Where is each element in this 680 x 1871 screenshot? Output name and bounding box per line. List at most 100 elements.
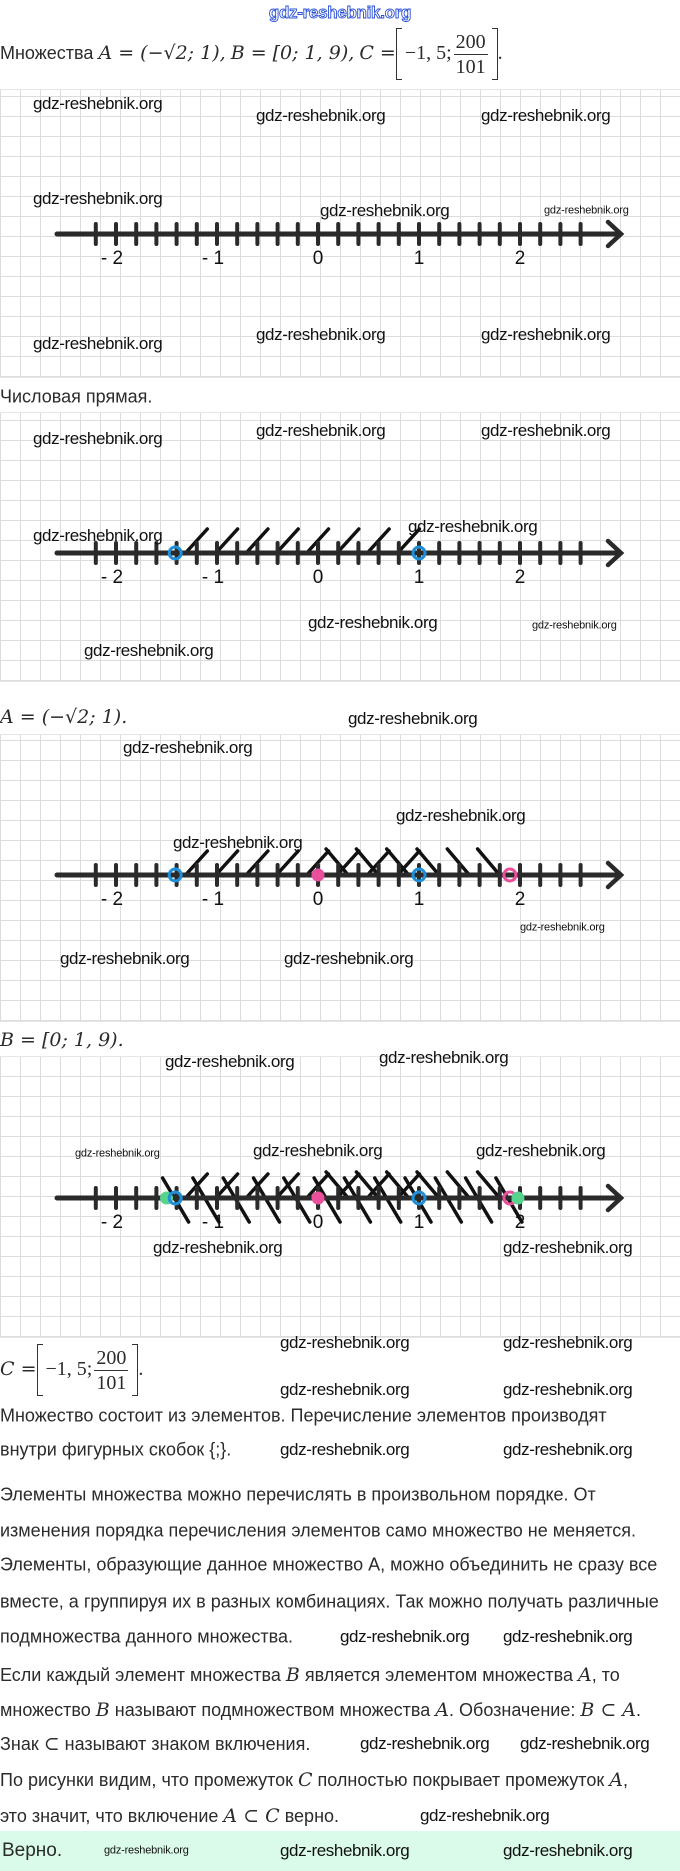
set-b-expression: B = [0; 1, 9),: [230, 41, 355, 64]
watermark: gdz-reshebnik.org: [320, 201, 450, 220]
text-segment: внутри фигурных скобок {;}.: [0, 1439, 232, 1460]
watermark: gdz-reshebnik.org: [256, 106, 386, 125]
intro-line: Множества A = (−√2; 1), B = [0; 1, 9), C…: [0, 28, 503, 80]
point-open: [167, 545, 183, 561]
watermark: gdz-reshebnik.org: [104, 1844, 189, 1857]
tick-label: 2: [515, 248, 526, 269]
hatch-line: [384, 847, 411, 877]
set-c-prefix: C =: [359, 41, 396, 64]
tick-label: 0: [313, 567, 324, 588]
fraction-numerator: 200: [453, 30, 488, 55]
tick-label: 0: [313, 1212, 324, 1233]
watermark: gdz-reshebnik.org: [280, 1333, 410, 1352]
point-closed: [311, 1191, 325, 1205]
text-segment: это значит, что включение: [0, 1806, 224, 1826]
hatch-set-B: [324, 1170, 502, 1200]
text-line: внутри фигурных скобок {;}.: [0, 1440, 231, 1461]
math-symbol: A: [435, 1699, 449, 1721]
text-line: Если каждый элемент множества B является…: [0, 1664, 620, 1686]
arrow-icon: [605, 538, 625, 568]
text-line: подмножества данного множества.: [0, 1627, 293, 1648]
hatch-line: [415, 847, 441, 877]
watermark: gdz-reshebnik.org: [520, 921, 605, 934]
tick-label: 2: [515, 567, 526, 588]
hatch-line: [185, 849, 210, 875]
hatch-line: [445, 847, 472, 877]
watermark: gdz-reshebnik.org: [503, 1333, 633, 1352]
watermark: gdz-reshebnik.org: [256, 325, 386, 344]
hatch-line: [276, 527, 300, 553]
arrow-icon: [605, 219, 625, 249]
hatch-line: [324, 847, 350, 877]
tick-label: 2: [515, 1212, 526, 1233]
watermark: gdz-reshebnik.org: [173, 833, 303, 852]
text-line: По рисунки видим, что промежуток C полно…: [0, 1769, 628, 1791]
set-c-end: .: [138, 1357, 144, 1380]
tick-label: - 2: [101, 248, 123, 269]
hatch-line: [185, 527, 210, 553]
point-open: [167, 867, 183, 883]
site-watermark-header: gdz-reshebnik.org: [268, 3, 412, 23]
answer-text: Верно.: [2, 1840, 63, 1861]
watermark: gdz-reshebnik.org: [396, 806, 526, 825]
set-c-left: −1, 5;: [404, 41, 452, 64]
arrow-icon: [605, 860, 625, 890]
hatch-line: [354, 847, 381, 877]
hatch-line: [367, 527, 391, 553]
watermark: gdz-reshebnik.org: [481, 421, 611, 440]
watermark: gdz-reshebnik.org: [503, 1380, 633, 1399]
math-symbol: B: [285, 1664, 300, 1686]
tick-label: 2: [515, 889, 526, 910]
watermark: gdz-reshebnik.org: [253, 1141, 383, 1160]
watermark: gdz-reshebnik.org: [340, 1627, 470, 1646]
text-line: Знак ⊂ называют знаком включения.: [0, 1733, 310, 1755]
watermark: gdz-reshebnik.org: [308, 613, 438, 632]
watermark: gdz-reshebnik.org: [165, 1052, 295, 1071]
fraction-denominator: 101: [96, 1371, 127, 1394]
math-symbol: B ⊂ A: [580, 1699, 637, 1721]
math-symbol: A: [578, 1664, 592, 1686]
text-line: множество B называют подмножеством множе…: [0, 1699, 641, 1721]
text-segment: называют подмножеством множества: [109, 1700, 436, 1720]
tick-label: - 1: [202, 1212, 224, 1233]
left-bracket: [36, 1344, 43, 1396]
hatch-line: [384, 1170, 411, 1200]
point-open: [411, 867, 427, 883]
math-symbol: C: [298, 1769, 313, 1791]
fraction-denominator: 101: [455, 55, 486, 78]
tick-label: 0: [313, 248, 324, 269]
text-line: вместе, а группируя их в разных комбинац…: [0, 1592, 659, 1613]
hatch-line: [475, 847, 502, 877]
text-segment: Элементы, образующие данное множество А,…: [0, 1554, 658, 1575]
tick-label: 1: [414, 248, 425, 269]
math-symbol: B: [95, 1699, 110, 1721]
hatch-set-A: [185, 849, 422, 875]
point-open: [167, 1190, 183, 1206]
caption-number-line: Числовая прямая.: [0, 386, 153, 407]
hatch-set-B: [324, 847, 502, 877]
watermark: gdz-reshebnik.org: [532, 619, 617, 632]
tick-label: 0: [313, 889, 324, 910]
math-symbol: A: [609, 1769, 623, 1791]
left-bracket: [395, 28, 402, 80]
tick-label: - 2: [101, 1212, 123, 1233]
hatch-line: [475, 1170, 502, 1200]
math-symbol: ⊂: [43, 1733, 60, 1755]
text-segment: Элементы множества можно перечислять в п…: [0, 1484, 596, 1505]
point-closed: [511, 1191, 525, 1205]
set-c-prefix: C =: [0, 1357, 37, 1380]
watermark: gdz-reshebnik.org: [503, 1440, 633, 1459]
answer-box: Верно.: [0, 1831, 680, 1871]
watermark: gdz-reshebnik.org: [284, 949, 414, 968]
watermark: gdz-reshebnik.org: [33, 334, 163, 353]
watermark: gdz-reshebnik.org: [75, 1147, 160, 1160]
text-segment: множество: [0, 1700, 96, 1720]
